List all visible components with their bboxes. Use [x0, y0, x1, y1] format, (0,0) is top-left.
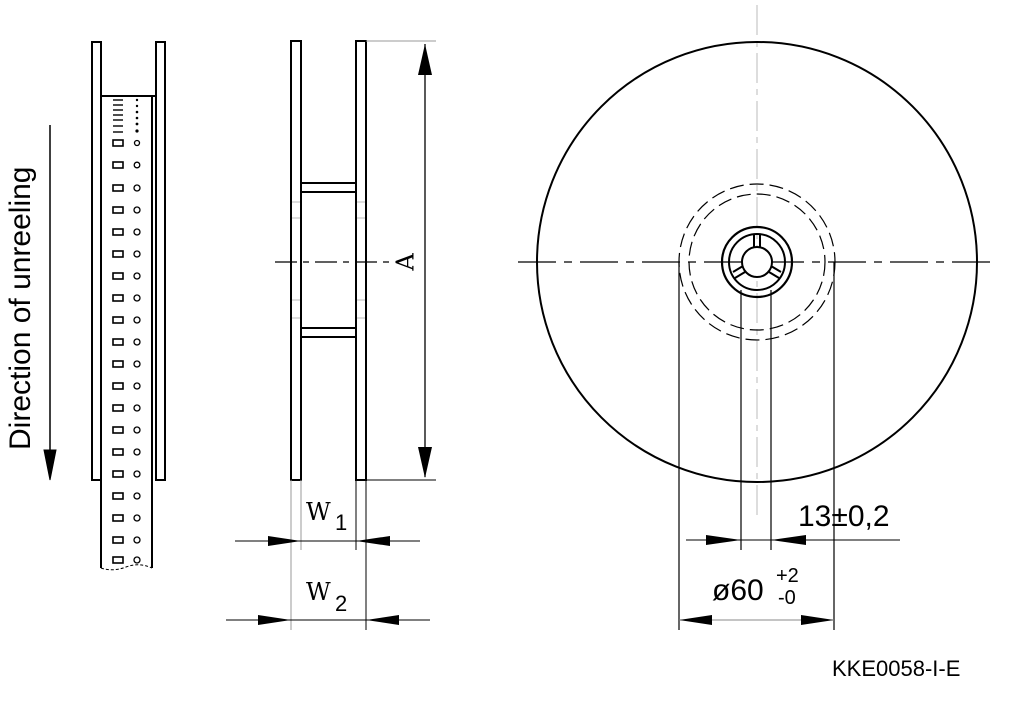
drawing-id: KKE0058-I-E: [832, 656, 961, 681]
hub-diameter-tol-upper: +2: [776, 565, 799, 587]
reel-cross-section: [226, 40, 436, 630]
direction-of-unreeling-label: Direction of unreeling: [4, 166, 37, 451]
direction-arrow-icon: [43, 125, 57, 481]
dimension-W1-subscript: 1: [335, 510, 348, 535]
dimension-W1-label: W: [306, 500, 331, 524]
dimension-W2-subscript: 2: [335, 591, 348, 616]
w1-letter: W: [306, 498, 331, 526]
reel-side-with-tape: [91, 41, 166, 571]
hub-diameter-tol-lower: -0: [778, 587, 796, 609]
w2-letter: W: [306, 578, 331, 606]
hub-diameter-dimension: ø60: [712, 574, 764, 607]
dimension-A-label: A: [391, 253, 420, 271]
hub-width-dimension: 13±0,2: [798, 500, 890, 533]
reel-front-view: [518, 5, 995, 630]
dimension-W2-label: W: [306, 580, 331, 604]
